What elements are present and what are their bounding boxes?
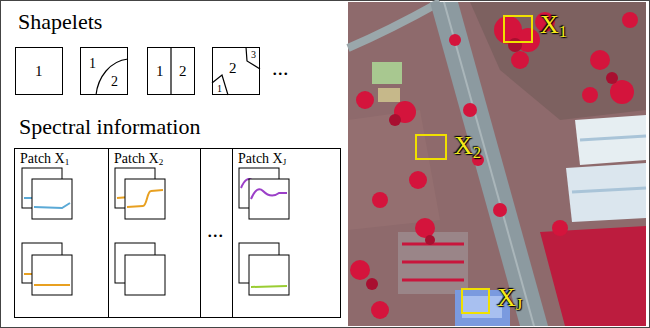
region-number: 2: [229, 60, 237, 77]
shapelet-box: 12: [80, 47, 128, 95]
region-number: Patch X1: [20, 151, 69, 167]
region-number: 1: [156, 63, 164, 80]
region-number: Patch XJ: [238, 151, 286, 167]
region-number: 1: [217, 83, 222, 94]
region-number: 2: [179, 63, 187, 80]
section-title: Shapelets: [18, 10, 102, 34]
patch-marker: X2: [415, 134, 447, 160]
patch-label: XJ: [497, 284, 522, 315]
region-number: Patch X2: [114, 151, 163, 167]
ellipsis: ...: [207, 218, 224, 242]
patch-section: Patch X1: [15, 149, 109, 317]
region-number: 1: [89, 56, 96, 71]
region-boundary: [212, 75, 228, 95]
shapelet-box: 2 3 1: [212, 47, 260, 95]
patch-section: Patch XJ: [232, 149, 340, 317]
region-boundary: [96, 59, 128, 95]
patch-marker: XJ: [461, 288, 490, 314]
patch-label: X2: [454, 132, 481, 163]
spectrum-plots: [22, 168, 289, 295]
shapelet-box: 1: [15, 47, 63, 95]
patch-label: X1: [540, 11, 567, 42]
region-number: 3: [251, 49, 256, 60]
region-boundary: [170, 47, 171, 95]
region-boundary: [246, 47, 260, 69]
region-number: 1: [35, 63, 43, 80]
satellite-image: [348, 2, 646, 326]
section-heading: Spectral information: [19, 115, 200, 139]
patch-marker: X1: [503, 15, 533, 43]
ellipsis: ...: [272, 56, 289, 80]
spectral-panel: Spectral informationPatch X1Patch X2Patc…: [14, 148, 341, 318]
patch-section: Patch X2: [109, 149, 201, 317]
shapelet-box: 12: [147, 47, 195, 95]
region-number: 2: [111, 74, 118, 89]
